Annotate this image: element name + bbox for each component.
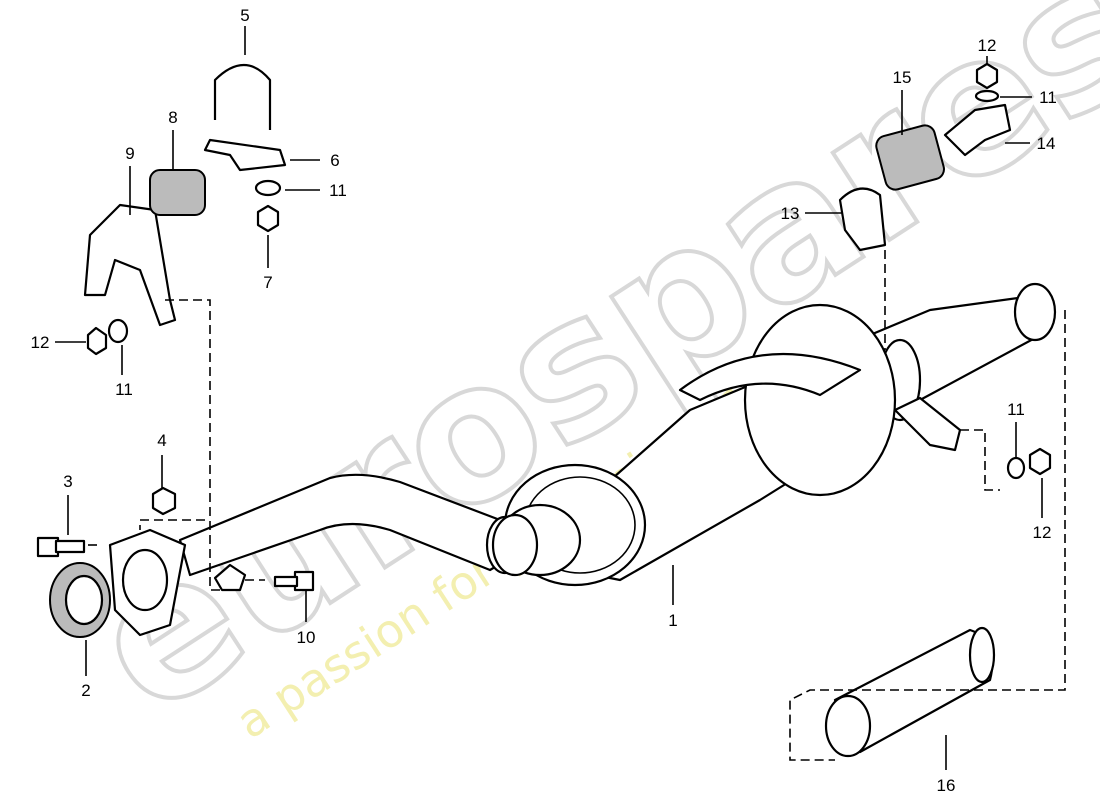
callout-2: 2 [81,681,90,700]
gasket [49,562,111,638]
nut [256,204,280,233]
callout-1: 1 [668,611,677,630]
bolt [273,570,315,592]
callout-11: 11 [115,380,133,399]
washer [974,89,1000,103]
clip [893,396,962,452]
flange-hole [121,548,169,612]
u-bolt [213,64,272,130]
nut [151,486,177,516]
callout-8: 8 [168,108,177,127]
callout-11: 11 [1039,88,1057,107]
bracket [943,103,1012,157]
callout-12: 12 [31,333,50,352]
rubber-mount [149,169,206,216]
clamp [838,187,887,252]
callout-16: 16 [937,776,956,795]
washer [1006,456,1026,480]
callout-15: 15 [893,68,912,87]
washer [107,318,129,344]
callout-5: 5 [240,6,249,25]
washer [254,179,282,197]
muffler [491,282,1057,587]
callout-10: 10 [297,628,316,647]
rubber-mount [875,124,945,191]
nut [86,326,108,356]
callout-12: 12 [978,36,997,55]
clip [213,563,247,592]
callout-9: 9 [125,144,134,163]
callout-14: 14 [1037,134,1056,153]
nut [1028,447,1052,476]
bolt [36,536,86,558]
callout-11: 11 [329,181,347,200]
callout-11: 11 [1007,400,1025,419]
callouts: 5 6 11 7 8 9 12 11 4 3 2 10 1 12 11 14 1… [31,6,1057,795]
leader-lines [55,26,1043,770]
callout-12: 12 [1033,523,1052,542]
callout-4: 4 [157,431,166,450]
assembly-lines [88,250,1066,761]
callout-13: 13 [781,204,800,223]
callout-3: 3 [63,472,72,491]
bracket [83,203,177,327]
nut [975,62,999,90]
clamp [203,138,287,172]
tail-pipe [824,626,996,758]
callout-7: 7 [263,273,272,292]
callout-6: 6 [330,151,339,170]
